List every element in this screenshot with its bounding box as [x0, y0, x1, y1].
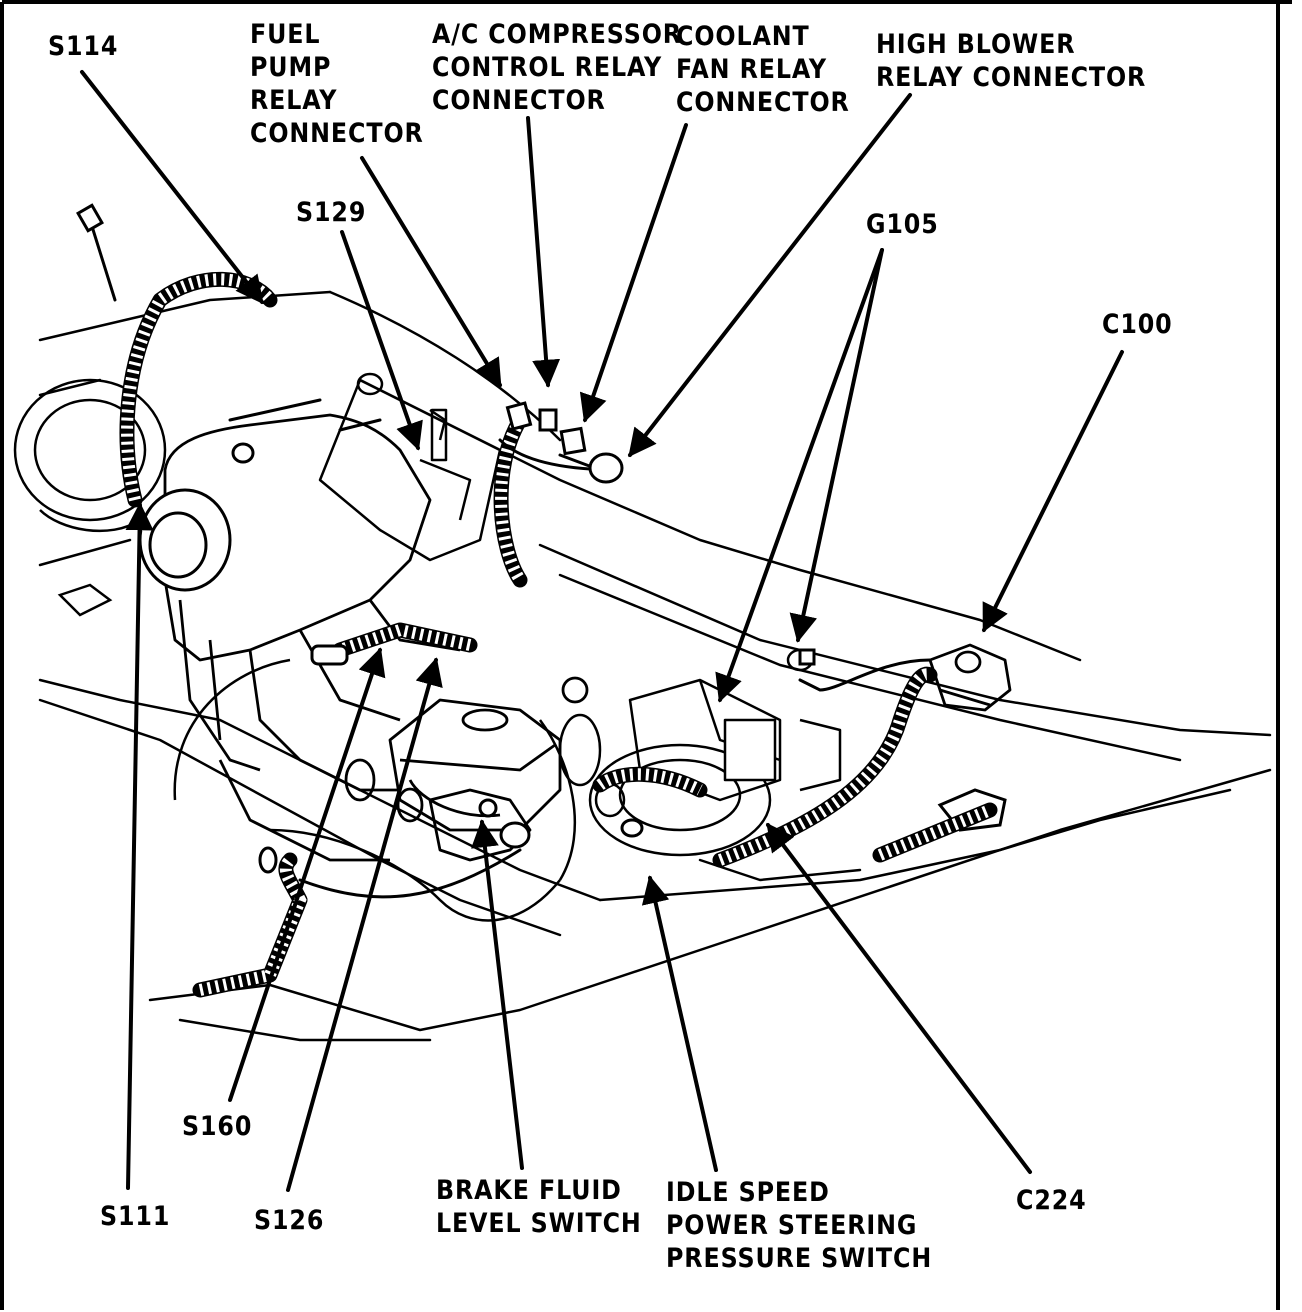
label-s114: S114: [48, 31, 119, 62]
thin-wires: [88, 218, 932, 899]
label-c224: C224: [1016, 1185, 1087, 1216]
label-g105: G105: [866, 209, 939, 240]
label-line: COOLANT: [676, 21, 810, 52]
label-line: RELAY CONNECTOR: [876, 62, 1147, 93]
arrow-s111: [125, 502, 154, 1190]
label-line: FAN RELAY: [676, 54, 827, 85]
label-line: BRAKE FLUID: [436, 1175, 622, 1206]
label-line: CONTROL RELAY: [432, 52, 663, 83]
label-coolant-fan-relay-connector: COOLANT FAN RELAY CONNECTOR: [676, 20, 850, 119]
label-brake-fluid-level-switch: BRAKE FLUID LEVEL SWITCH: [436, 1174, 642, 1240]
transmission-dome: [138, 488, 232, 592]
label-c100: C100: [1102, 309, 1173, 340]
label-line: CONNECTOR: [250, 118, 424, 149]
leader-arrows: [80, 70, 1124, 1192]
arrow-s114: [80, 70, 264, 305]
arrow-high-blower-relay: [628, 93, 912, 458]
arrow-ac-relay: [526, 116, 561, 388]
arrow-c100: [982, 350, 1124, 633]
arrow-s129: [340, 230, 423, 451]
label-idle-speed-power-steering-pressure-switch: IDLE SPEED POWER STEERING PRESSURE SWITC…: [666, 1176, 932, 1275]
label-s160: S160: [182, 1111, 253, 1142]
arrow-g105-b: [789, 248, 884, 643]
label-line: PUMP: [250, 52, 332, 83]
label-line: POWER STEERING: [666, 1210, 918, 1241]
body-outline: [38, 290, 1272, 1042]
label-line: A/C COMPRESSOR: [432, 19, 682, 50]
label-ac-compressor-control-relay-connector: A/C COMPRESSOR CONTROL RELAY CONNECTOR: [432, 18, 682, 117]
relay-connectors: [76, 203, 816, 874]
label-s129: S129: [296, 197, 367, 228]
label-line: IDLE SPEED: [666, 1177, 830, 1208]
label-line: CONNECTOR: [432, 85, 606, 116]
label-fuel-pump-relay-connector: FUEL PUMP RELAY CONNECTOR: [250, 18, 424, 150]
relay-center-right: [628, 648, 842, 802]
label-line: RELAY: [250, 85, 338, 116]
strut-tower: [13, 378, 167, 617]
label-line: FUEL: [250, 19, 321, 50]
arrow-fuel-pump-relay: [360, 156, 502, 388]
label-line: HIGH BLOWER: [876, 29, 1076, 60]
arrow-g105-a: [715, 248, 884, 703]
label-high-blower-relay-connector: HIGH BLOWER RELAY CONNECTOR: [876, 28, 1146, 94]
brake-master-cylinder: [344, 676, 589, 862]
arrow-brake-fluid-switch: [470, 819, 524, 1170]
label-line: CONNECTOR: [676, 87, 850, 118]
arrow-idle-speed-switch: [641, 875, 718, 1172]
label-s126: S126: [254, 1205, 325, 1236]
arrow-c224: [766, 822, 1032, 1174]
arrow-s160: [228, 647, 386, 1102]
c100-connector-block: [928, 643, 1012, 712]
label-line: PRESSURE SWITCH: [666, 1243, 933, 1274]
arrow-s126: [286, 657, 443, 1192]
brake-booster: [173, 658, 577, 922]
label-line: LEVEL SWITCH: [436, 1208, 642, 1239]
label-s111: S111: [100, 1201, 171, 1232]
arrow-coolant-fan-relay: [579, 123, 688, 423]
